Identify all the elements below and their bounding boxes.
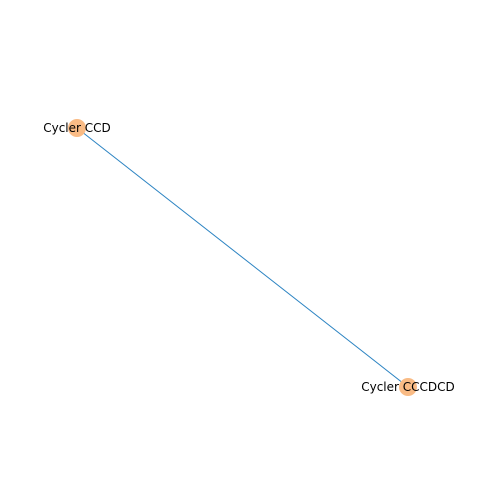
- graph-node[interactable]: [399, 378, 417, 396]
- graph-edge: [76, 127, 409, 388]
- node-label: Cycler CCCDCD: [361, 380, 455, 394]
- graph-node[interactable]: [68, 119, 86, 137]
- node-label: Cycler CCD: [43, 121, 111, 135]
